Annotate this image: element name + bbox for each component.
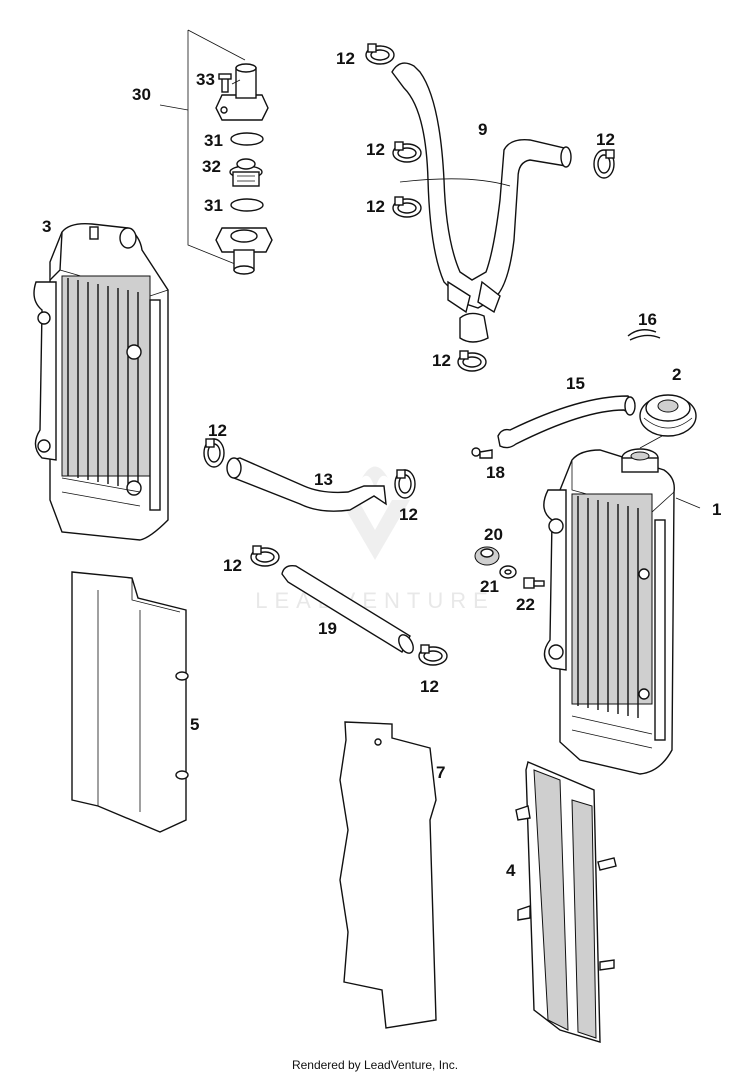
label-16: 16 (638, 310, 657, 329)
part-labels: 1 2 3 4 5 7 9 12 12 12 12 12 12 12 12 12… (42, 49, 721, 880)
radiator-bracket-4 (515, 761, 617, 1043)
thermostat-cover (215, 63, 269, 121)
clamp-12-d (593, 149, 615, 179)
label-12-d: 12 (596, 130, 615, 149)
clamp-12-c (392, 196, 422, 218)
radiator-right-1 (543, 448, 701, 775)
clamp-12-f (203, 438, 225, 468)
clamp-12-e (457, 350, 487, 372)
label-30: 30 (132, 85, 151, 104)
overflow-hose-15 (497, 395, 636, 449)
clamp-12-i (418, 644, 448, 666)
clamp-12-g (394, 469, 416, 499)
label-12-b: 12 (366, 140, 385, 159)
label-9: 9 (478, 120, 487, 139)
hose-13 (226, 457, 387, 512)
label-18: 18 (486, 463, 505, 482)
clamp-12-b (392, 141, 422, 163)
label-12-i: 12 (420, 677, 439, 696)
label-33: 33 (196, 70, 215, 89)
thermostat-housing-base (215, 227, 273, 275)
hose-clamps-12 (203, 43, 615, 666)
label-32: 32 (202, 157, 221, 176)
label-31-b: 31 (204, 196, 223, 215)
bolt-22 (523, 577, 545, 589)
label-12-f: 12 (208, 421, 227, 440)
label-5: 5 (190, 715, 199, 734)
radiator-cap-2 (639, 394, 697, 437)
thermostat-housing-group (159, 29, 273, 275)
radiator-fins-left (67, 278, 139, 490)
radiator-left-3 (33, 222, 169, 541)
washer-21 (499, 565, 517, 579)
label-2: 2 (672, 365, 681, 384)
thermostat-32 (229, 158, 263, 187)
label-20: 20 (484, 525, 503, 544)
leader-lines (231, 79, 663, 449)
radiator-fins-right (577, 496, 639, 718)
label-13: 13 (314, 470, 333, 489)
label-19: 19 (318, 619, 337, 638)
label-4: 4 (506, 861, 516, 880)
label-3: 3 (42, 217, 51, 236)
clamp-12-h (250, 545, 280, 567)
watermark: LEADVENTURE (255, 466, 495, 613)
o-ring-31-top (230, 132, 264, 146)
shroud-5 (71, 571, 189, 833)
grommet-20 (474, 546, 500, 566)
footer-credit: Rendered by LeadVenture, Inc. (291, 1058, 459, 1072)
hose-19 (281, 564, 414, 654)
upper-hose-9 (391, 62, 572, 343)
watermark-text: LEADVENTURE (255, 588, 495, 613)
fitting-18 (471, 447, 493, 459)
label-15: 15 (566, 374, 585, 393)
radiator-screen-7 (339, 721, 437, 1029)
label-21: 21 (480, 577, 499, 596)
screw-33 (218, 73, 232, 93)
clamp-12-a (365, 43, 395, 65)
label-7: 7 (436, 763, 445, 782)
label-12-g: 12 (399, 505, 418, 524)
clip-16 (627, 329, 661, 341)
label-31-a: 31 (204, 131, 223, 150)
o-ring-31-bottom (230, 198, 264, 212)
label-1: 1 (712, 500, 721, 519)
label-12-c: 12 (366, 197, 385, 216)
label-12-e: 12 (432, 351, 451, 370)
label-22: 22 (516, 595, 535, 614)
label-12-h: 12 (223, 556, 242, 575)
label-12-a: 12 (336, 49, 355, 68)
